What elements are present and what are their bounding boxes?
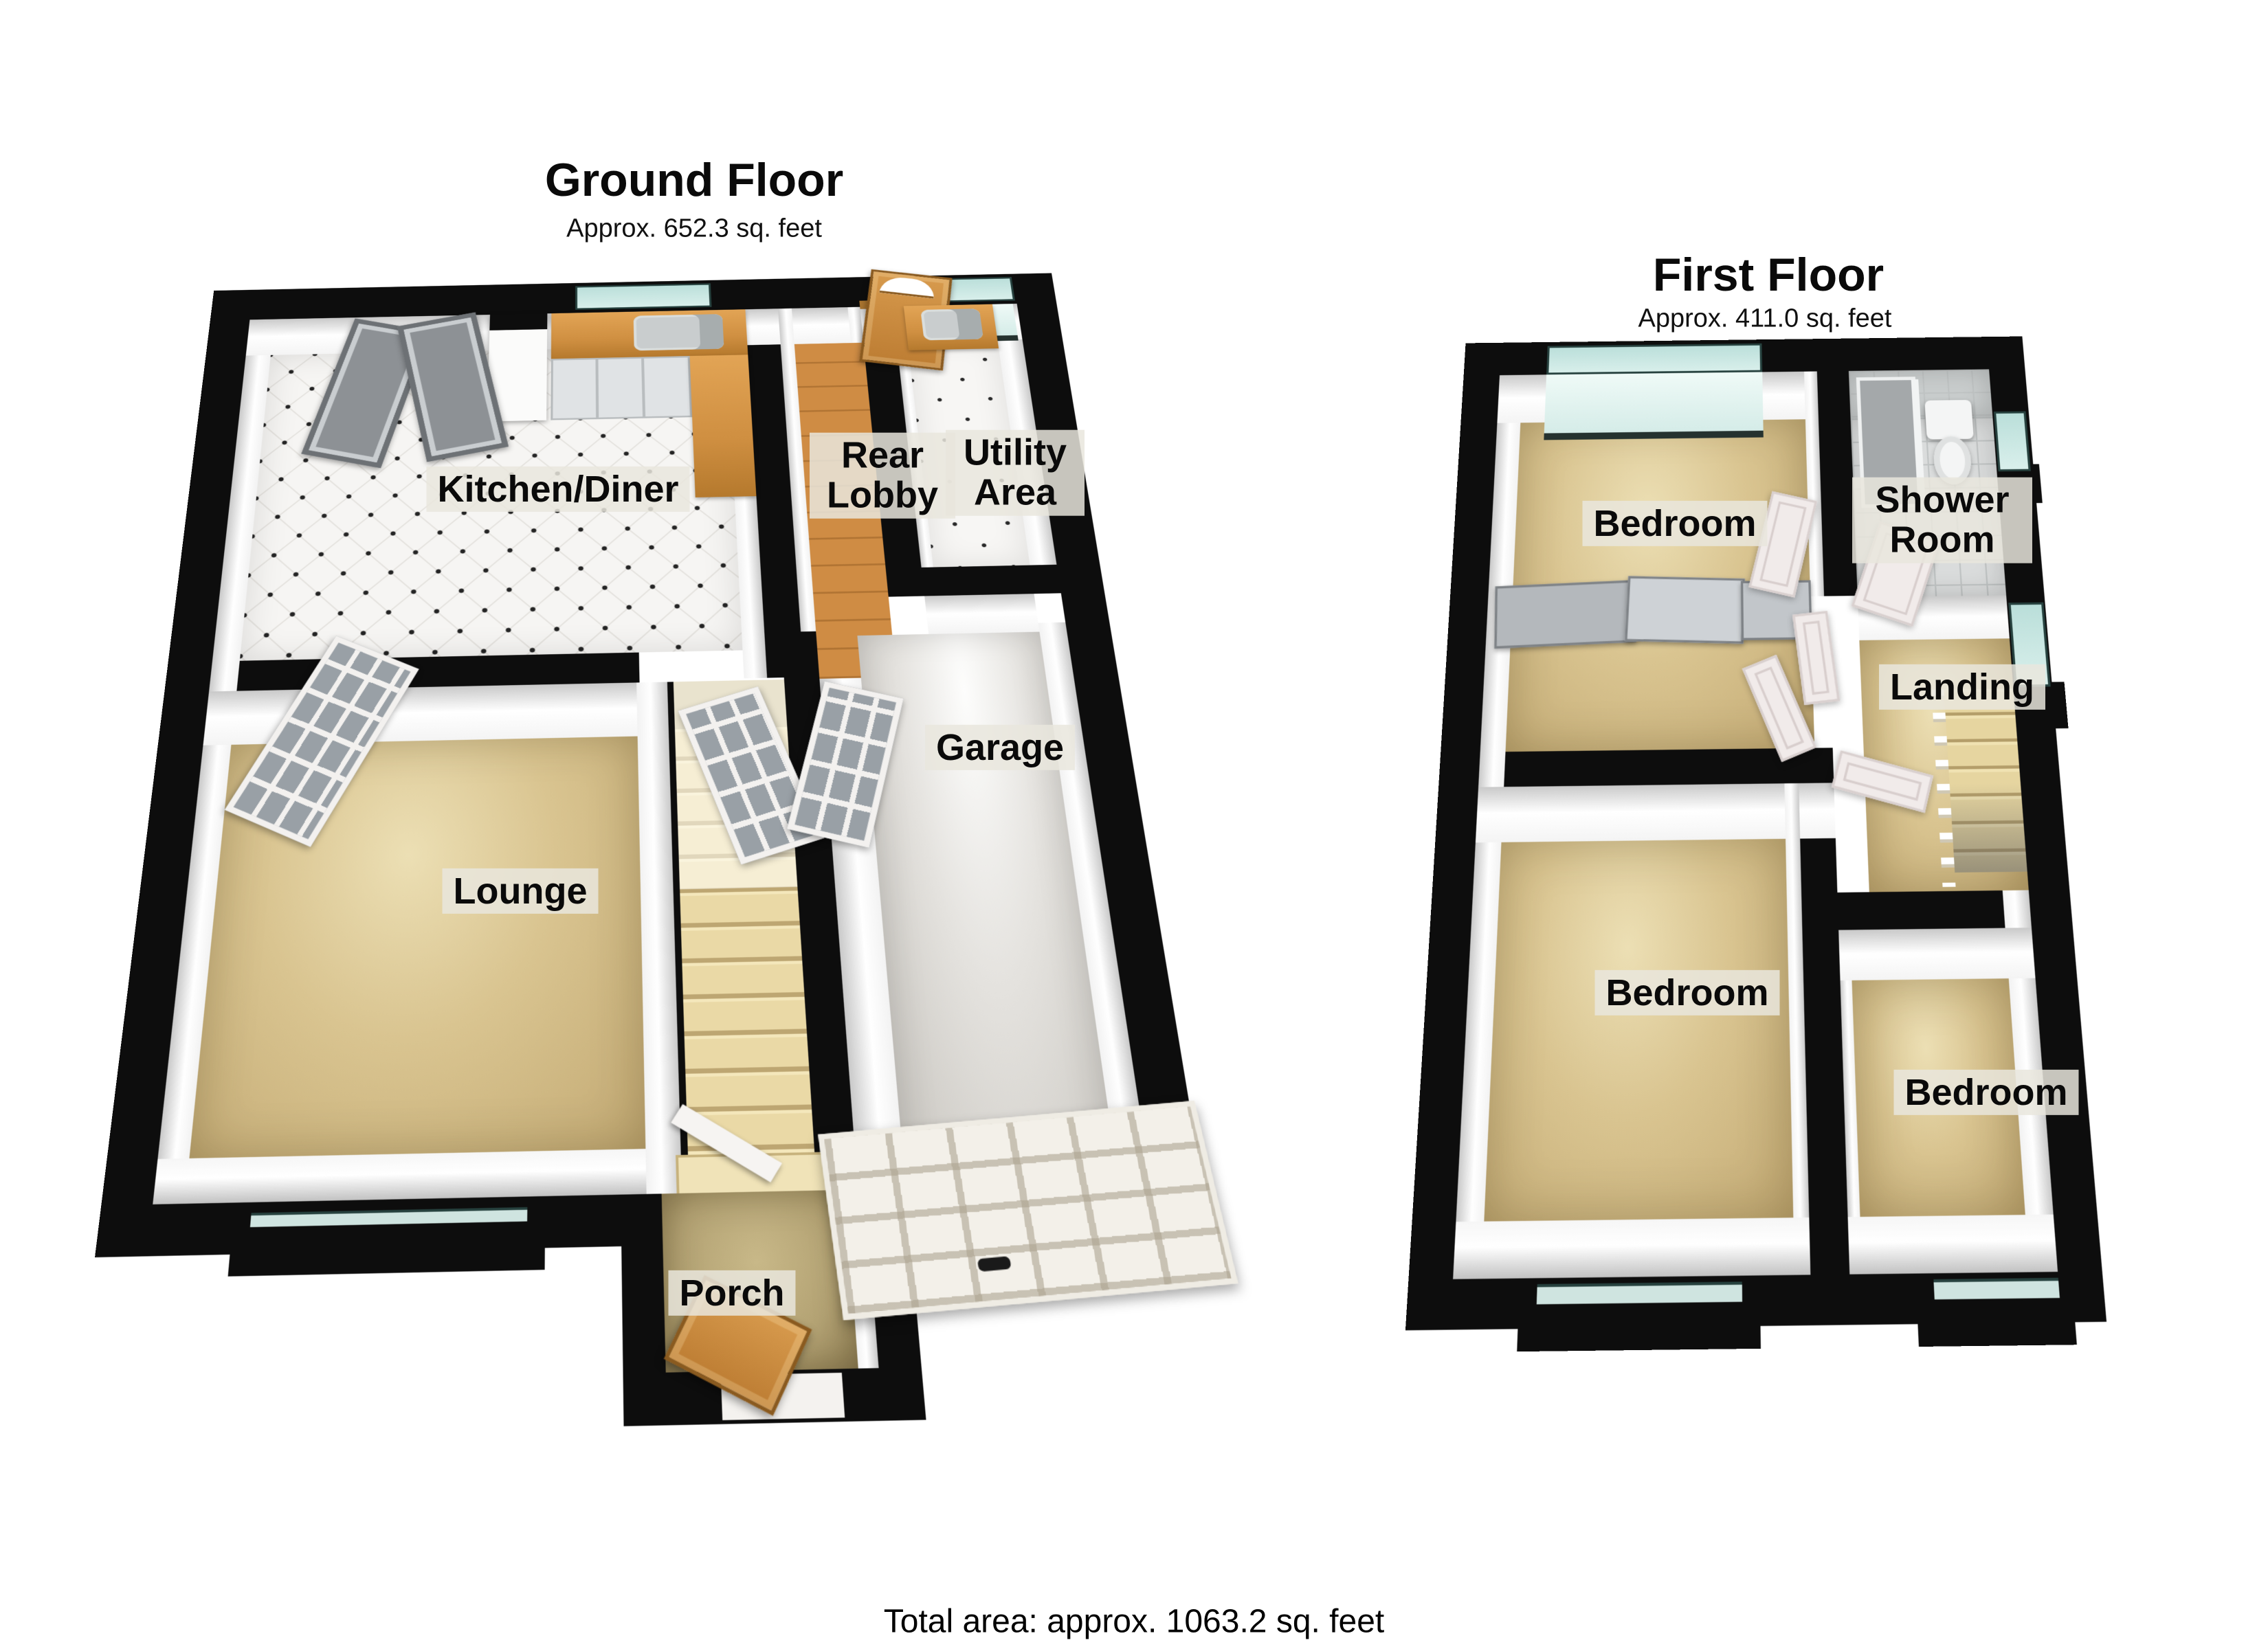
gf-utility-sink: [920, 309, 984, 341]
ff-bedroom-main-window-bay: [1517, 1325, 1761, 1352]
ff-shower-window: [1993, 411, 2031, 472]
room-label-bedroom-rear: Bedroom: [1893, 1069, 2079, 1116]
first-floor-title: First Floor: [1652, 249, 1885, 301]
ff-bedroom-rear-bottom-face: [1847, 1214, 2058, 1275]
ground-floor-title: Ground Floor: [544, 154, 844, 206]
gf-kitchen-side-counter: [689, 355, 757, 497]
ff-wardrobe-panel-left: [1494, 580, 1636, 649]
gf-fridge-top: [489, 313, 548, 330]
ff-bedroom-front-window-glass: [1544, 372, 1764, 440]
ground-floor-subtitle: Approx. 652.3 sq. feet: [566, 214, 822, 243]
gf-utility-garage-wall: [885, 563, 1105, 597]
room-label-shower-room: Shower Room: [1852, 477, 2032, 563]
room-label-lounge: Lounge: [442, 868, 599, 915]
ff-wardrobe-panel-mid: [1625, 576, 1745, 644]
room-label-porch: Porch: [668, 1270, 796, 1316]
ff-bedroom-front-window: [1546, 343, 1763, 375]
gf-garage-top-wall-face: [924, 594, 1040, 634]
room-label-garage: Garage: [924, 724, 1076, 771]
gf-kitchen-window: [575, 283, 712, 310]
total-area-text: Total area: approx. 1063.2 sq. feet: [883, 1603, 1385, 1640]
room-label-kitchen-diner: Kitchen/Diner: [426, 466, 690, 513]
gf-garage-door: [818, 1101, 1238, 1321]
room-label-bedroom-main: Bedroom: [1594, 969, 1780, 1016]
room-label-utility-area: Utility Area: [946, 429, 1085, 516]
gf-lounge-top-wall-face: [203, 682, 638, 745]
ff-bedroom-main-floor: [1484, 838, 1794, 1222]
gf-rear-door-fanlight: [879, 275, 936, 299]
gf-garage-door-handle: [977, 1256, 1012, 1272]
room-label-bedroom-front: Bedroom: [1582, 500, 1768, 547]
room-label-landing: Landing: [1879, 664, 2045, 710]
ff-bedroom-rear-window-bay: [1917, 1322, 2077, 1347]
gf-kitchen-sink: [633, 314, 724, 351]
gf-kitchen-cabinets: [551, 356, 693, 420]
ff-bedroom-rear-window: [1933, 1277, 2060, 1300]
first-floor-subtitle: Approx. 411.0 sq. feet: [1638, 304, 1892, 333]
ff-bedroom-main-bottom-face: [1453, 1217, 1811, 1279]
ff-bedroom-rear-top-face: [1838, 928, 2036, 981]
ff-landing-bedroom-rear-wall: [1837, 889, 2073, 930]
room-label-rear-lobby: Rear Lobby: [810, 432, 955, 519]
ff-toilet-cistern: [1924, 399, 1974, 440]
gf-porch-left-wall: [621, 1193, 667, 1393]
ff-bedroom-main-top-face: [1475, 783, 1836, 843]
ff-bedroom-main-window: [1536, 1281, 1743, 1305]
ff-stairwell-shadow: [1949, 783, 2027, 873]
